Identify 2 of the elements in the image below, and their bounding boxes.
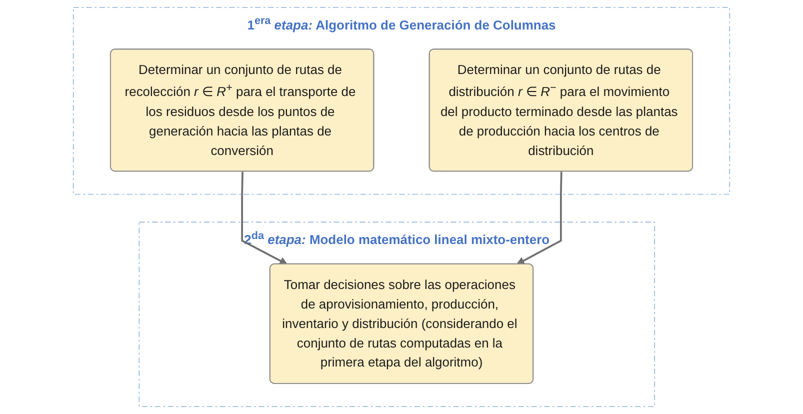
arrow (516, 172, 562, 265)
arrow (241, 172, 288, 265)
